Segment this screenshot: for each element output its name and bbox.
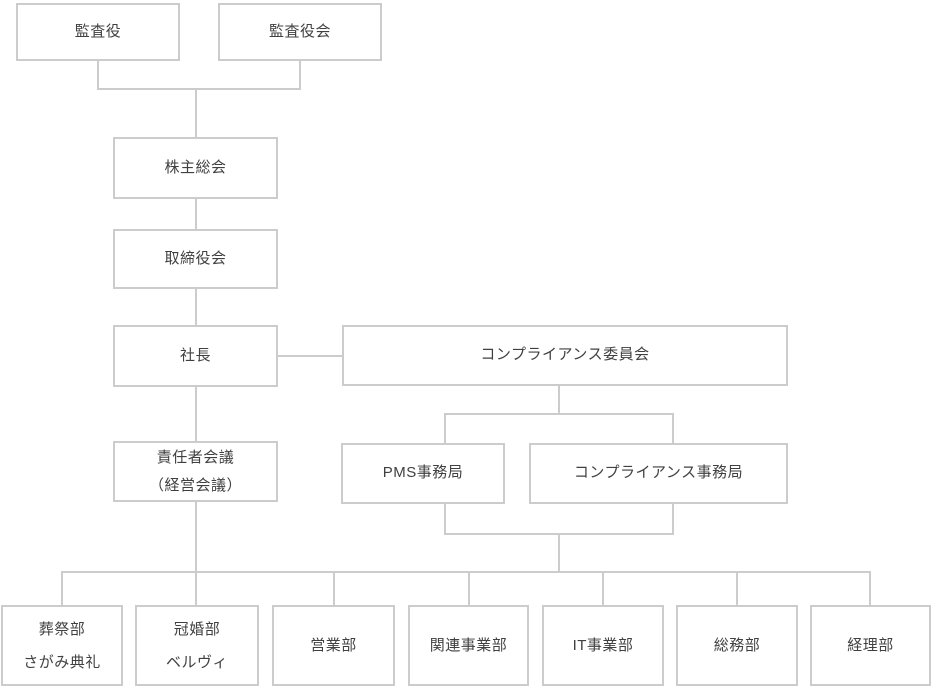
node-it-business-dept: IT事業部 xyxy=(542,605,664,686)
node-compliance-committee-label: コンプライアンス委員会 xyxy=(480,346,650,364)
connector-to-pms-office xyxy=(444,413,446,443)
node-managers-meeting-label2: （経営会議） xyxy=(148,476,242,494)
node-auditor-label: 監査役 xyxy=(74,22,122,40)
node-accounting-dept: 経理部 xyxy=(810,605,931,686)
node-general-affairs-dept-label: 総務部 xyxy=(713,637,761,654)
node-funeral-dept: 葬祭部 さがみ典礼 xyxy=(1,605,123,686)
node-board-of-auditors-label: 監査役会 xyxy=(268,22,331,40)
node-related-business-dept: 関連事業部 xyxy=(408,605,529,686)
connector-offices-to-bus xyxy=(558,533,560,571)
connector-president-committee xyxy=(278,355,342,357)
node-related-business-dept-label: 関連事業部 xyxy=(429,637,508,654)
node-wedding-dept-label: 冠婚部 xyxy=(173,620,221,638)
node-sales-dept-label: 営業部 xyxy=(310,637,357,654)
connector-departments-bus xyxy=(61,571,871,573)
node-compliance-committee: コンプライアンス委員会 xyxy=(342,325,788,386)
node-compliance-office: コンプライアンス事務局 xyxy=(529,443,788,504)
node-funeral-dept-label2: さがみ典礼 xyxy=(23,653,101,671)
connector-drop-funeral xyxy=(61,571,63,605)
node-president: 社長 xyxy=(113,325,278,387)
connector-pms-office-down xyxy=(444,504,446,533)
node-funeral-dept-label: 葬祭部 xyxy=(38,620,86,638)
connector-compliance-office-down xyxy=(672,504,674,533)
node-wedding-dept-label2: ベルヴィ xyxy=(165,653,228,671)
connector-auditor-down xyxy=(97,61,99,89)
node-compliance-office-label: コンプライアンス事務局 xyxy=(573,464,744,482)
connector-committee-down xyxy=(558,386,560,413)
connector-drop-general-affairs xyxy=(736,571,738,605)
node-managers-meeting: 責任者会議 （経営会議） xyxy=(113,441,278,502)
connector-drop-it-business xyxy=(602,571,604,605)
connector-directors-president xyxy=(195,289,197,325)
connector-board-of-auditors-down xyxy=(299,61,301,89)
connector-to-shareholders xyxy=(195,88,197,137)
node-it-business-dept-label: IT事業部 xyxy=(572,637,634,654)
connector-shareholders-directors xyxy=(195,199,197,229)
node-general-affairs-dept: 総務部 xyxy=(676,605,798,686)
connector-drop-related-business xyxy=(468,571,470,605)
node-board-of-directors: 取締役会 xyxy=(113,229,278,289)
node-board-of-auditors: 監査役会 xyxy=(218,3,382,61)
node-wedding-dept: 冠婚部 ベルヴィ xyxy=(135,605,259,686)
connector-offices-top-bracket xyxy=(444,413,674,415)
node-managers-meeting-label: 責任者会議 xyxy=(156,448,235,466)
node-president-label: 社長 xyxy=(179,346,211,364)
connector-to-compliance-office xyxy=(672,413,674,443)
connector-managers-meeting-to-bus xyxy=(195,502,197,605)
node-pms-office: PMS事務局 xyxy=(341,443,505,504)
node-board-of-directors-label: 取締役会 xyxy=(164,249,227,267)
node-pms-office-label: PMS事務局 xyxy=(382,464,464,482)
connector-auditors-bracket xyxy=(97,88,301,90)
node-shareholders-meeting-label: 株主総会 xyxy=(164,158,227,176)
node-auditor: 監査役 xyxy=(16,3,180,61)
node-shareholders-meeting: 株主総会 xyxy=(113,137,278,199)
connector-drop-sales xyxy=(333,571,335,605)
node-accounting-dept-label: 経理部 xyxy=(847,637,894,654)
connector-drop-accounting xyxy=(869,571,871,605)
node-sales-dept: 営業部 xyxy=(272,605,395,686)
connector-president-managers-meeting xyxy=(195,387,197,441)
